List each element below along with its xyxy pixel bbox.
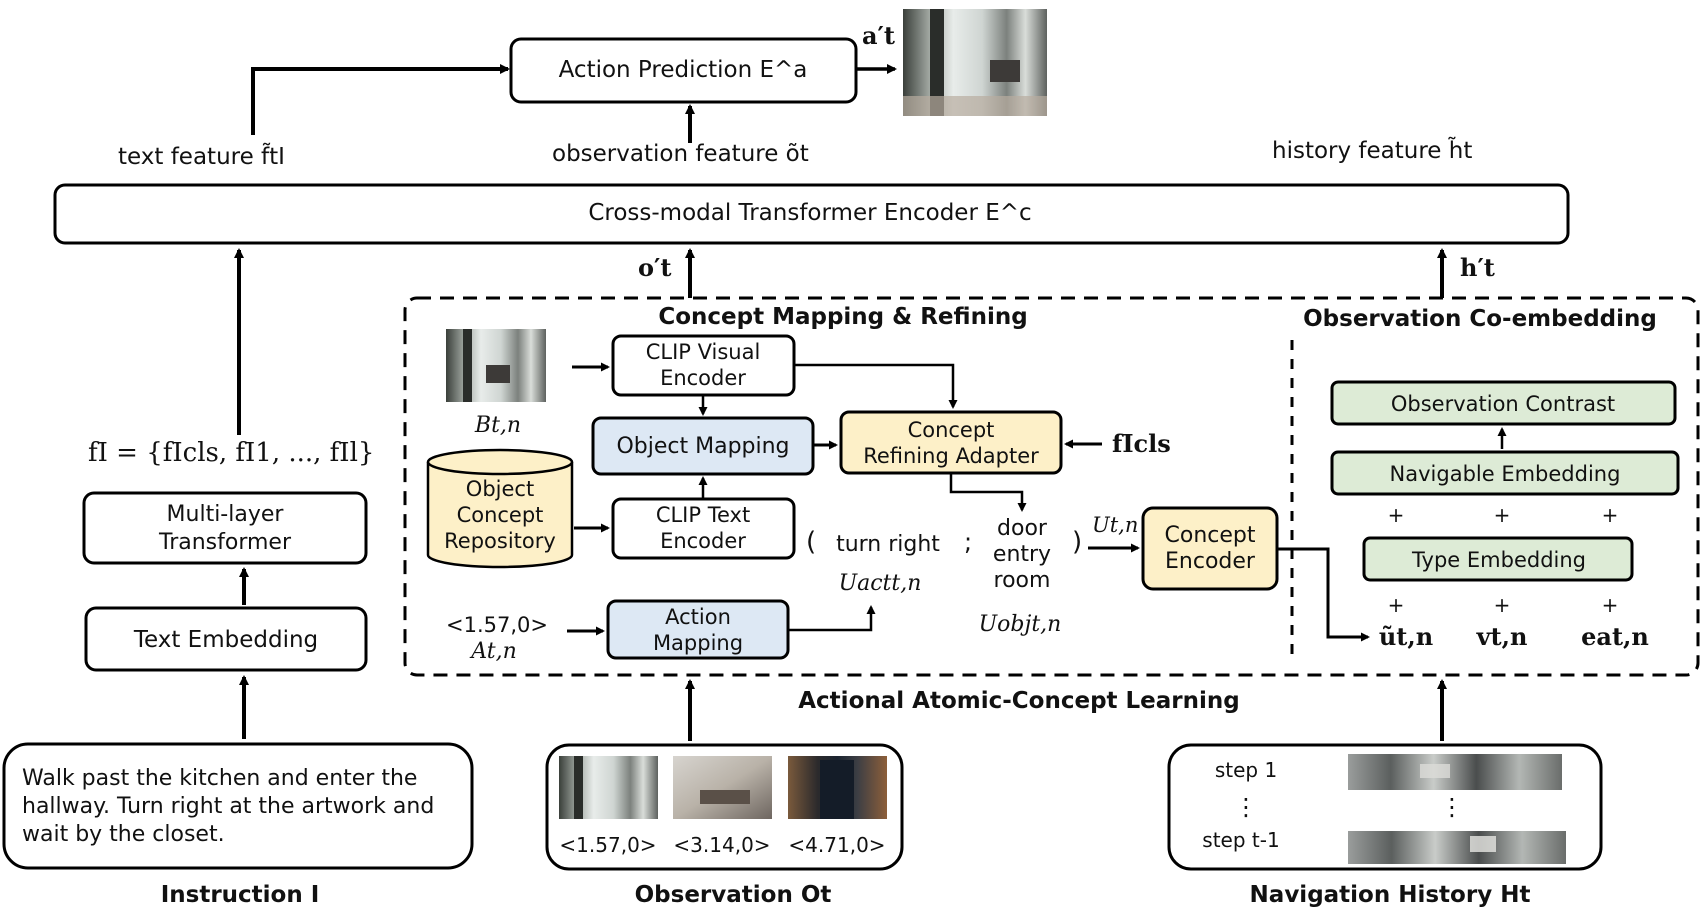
v-label: vt,n (1476, 622, 1528, 651)
observation-image-3 (788, 756, 887, 819)
history-pano-2 (1348, 831, 1566, 864)
action-mapping-box (606, 599, 790, 660)
plus-4: + (1388, 593, 1405, 617)
aacl-dashed-container (403, 296, 1700, 677)
text-feature-arrow (251, 64, 510, 135)
text-feature-label: text feature f̃tI (118, 143, 285, 170)
entry-label: entry (993, 542, 1051, 567)
action-output-image (903, 9, 1047, 116)
plus-2: + (1494, 503, 1511, 527)
type-embedding-label: Type Embedding (1411, 548, 1586, 572)
instruction-line3: wait by the closet. (22, 822, 225, 847)
observation-feature-label: observation feature õt (552, 141, 809, 167)
instruction-box (2, 742, 474, 870)
o-prime-label: o′t (638, 253, 671, 282)
u-act-label: Uactt,n (839, 571, 922, 596)
clip-visual-line2: Encoder (660, 366, 746, 390)
object-mapping-box (591, 416, 815, 476)
door-label: door (997, 516, 1048, 541)
f-cls-label: fIcls (1112, 429, 1171, 458)
instruction-line2: hallway. Turn right at the artwork and (22, 794, 434, 819)
multilayer-transformer-line2: Transformer (158, 530, 292, 555)
turn-right-label: turn right (836, 532, 940, 557)
repository-line2: Concept (457, 503, 544, 527)
history-dots-right: ⋮ (1440, 793, 1464, 821)
observation-coord-2: <3.14,0> (673, 833, 770, 857)
plus-1: + (1388, 503, 1405, 527)
h-prime-label: h′t (1460, 253, 1495, 282)
object-concept-repository (426, 448, 574, 569)
navigable-embedding-box (1330, 450, 1680, 496)
history-pano-1 (1348, 754, 1562, 790)
repository-line3: Repository (444, 529, 556, 553)
clip-visual-encoder-box (611, 334, 796, 397)
action-coord-label: <1.57,0> (446, 613, 548, 637)
f-equation: fI = {fIcls, fI1, ..., fIl} (88, 438, 374, 468)
plus-6: + (1602, 593, 1619, 617)
observation-coord-1: <1.57,0> (559, 833, 656, 857)
history-feature-label: history feature h̃t (1272, 137, 1472, 164)
clip-text-line2: Encoder (660, 529, 746, 553)
plus-5: + (1494, 593, 1511, 617)
oce-title: Observation Co-embedding (1303, 306, 1657, 332)
clip-visual-line1: CLIP Visual (646, 340, 761, 364)
refining-to-objects-arrow (949, 474, 1027, 512)
clip-text-encoder-box (611, 497, 796, 560)
observation-image-2 (673, 756, 772, 819)
observation-image-1 (559, 756, 658, 819)
concept-encoder-to-u-tilde-arrow (1278, 547, 1370, 642)
observation-caption: Observation Ot (635, 882, 832, 908)
observation-contrast-box (1330, 380, 1677, 426)
action-mapping-to-u-act-arrow (789, 605, 876, 632)
b-image (446, 329, 546, 402)
action-mapping-line2: Mapping (653, 631, 743, 655)
concept-encoder-line1: Concept (1165, 523, 1256, 548)
clip-text-line1: CLIP Text (656, 503, 750, 527)
concept-encoder-box (1141, 506, 1279, 591)
instruction-line1: Walk past the kitchen and enter the (22, 766, 417, 791)
repository-line1: Object (466, 477, 534, 501)
object-mapping-label: Object Mapping (616, 434, 789, 459)
clip-visual-to-refining-arrow (795, 363, 958, 409)
multilayer-transformer-line1: Multi-layer (167, 502, 285, 527)
action-prediction-box (509, 37, 858, 104)
cross-modal-encoder-box (53, 183, 1570, 245)
history-dots-left: ⋮ (1234, 793, 1258, 821)
multilayer-transformer-box (82, 491, 368, 565)
text-embedding-label: Text Embedding (133, 627, 318, 653)
concept-refining-adapter-box (839, 410, 1063, 475)
navigable-embedding-label: Navigable Embedding (1390, 462, 1621, 486)
history-caption: Navigation History Ht (1250, 882, 1531, 908)
b-label: Bt,n (474, 413, 521, 438)
a-label: At,n (469, 639, 517, 664)
plus-3: + (1602, 503, 1619, 527)
room-label: room (994, 568, 1051, 593)
concept-encoder-line2: Encoder (1165, 549, 1256, 574)
aacl-title: Actional Atomic-Concept Learning (798, 688, 1240, 714)
instruction-caption: Instruction I (161, 882, 320, 908)
type-embedding-box (1362, 536, 1634, 582)
text-embedding-box (84, 606, 368, 672)
u-obj-label: Uobjt,n (979, 612, 1062, 637)
cross-modal-encoder-label: Cross-modal Transformer Encoder E^c (588, 200, 1031, 226)
action-prediction-label: Action Prediction E^a (559, 57, 808, 83)
concept-refining-line1: Concept (908, 418, 995, 442)
step-1-label: step 1 (1215, 758, 1277, 782)
cmr-title: Concept Mapping & Refining (658, 304, 1027, 330)
action-output-label: a′t (862, 21, 895, 50)
observation-coord-3: <4.71,0> (788, 833, 885, 857)
u-tilde-label: ũt,n (1379, 622, 1433, 651)
u-tn-label: Ut,n (1092, 513, 1138, 537)
action-mapping-line1: Action (665, 605, 731, 629)
semicolon: ; (964, 528, 972, 556)
e-a-label: eat,n (1581, 622, 1649, 651)
step-t1-label: step t-1 (1202, 828, 1279, 852)
observation-contrast-label: Observation Contrast (1391, 392, 1615, 416)
paren-close: ) (1072, 527, 1082, 557)
concept-refining-line2: Refining Adapter (863, 444, 1039, 468)
paren-open: ( (806, 527, 816, 557)
